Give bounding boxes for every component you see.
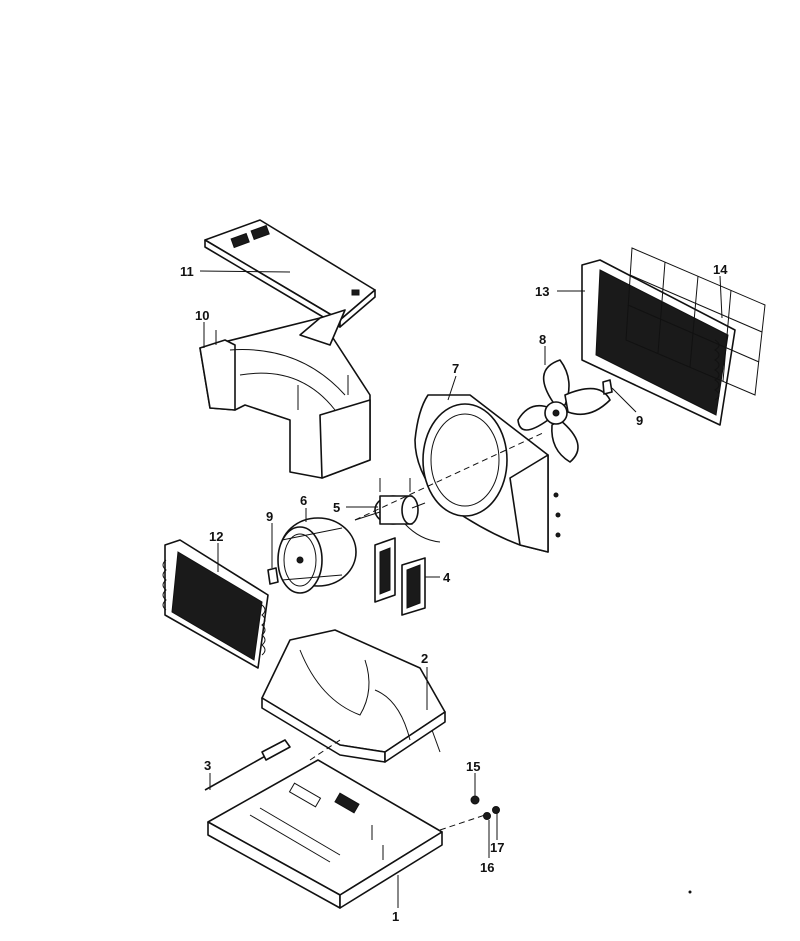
callout-9-left: 9 <box>266 509 273 524</box>
callout-15: 15 <box>466 759 480 774</box>
part-9-clip-right <box>602 379 613 395</box>
speck-mark <box>688 890 692 894</box>
callout-6: 6 <box>300 493 307 508</box>
part-2-base-housing <box>261 629 446 763</box>
callout-13: 13 <box>535 284 549 299</box>
part-6-blower-wheel <box>277 517 357 594</box>
callout-7: 7 <box>452 361 459 376</box>
callout-8: 8 <box>539 332 546 347</box>
leader-line-11 <box>199 270 291 273</box>
leader-line-14 <box>719 275 723 319</box>
part-5-motor <box>354 478 441 543</box>
callout-11: 11 <box>180 264 194 279</box>
leader-line-9b <box>611 387 637 413</box>
part-7-fan-shroud <box>414 394 561 553</box>
alignment-line-shaft <box>354 431 546 521</box>
callout-3: 3 <box>204 758 211 773</box>
part-9-clip-left <box>267 567 279 585</box>
part-15-screw <box>470 795 480 805</box>
callout-10: 10 <box>195 308 209 323</box>
callout-14: 14 <box>713 262 728 277</box>
part-1-base-pan <box>207 759 443 909</box>
alignment-line-base <box>309 739 341 761</box>
callout-9-right: 9 <box>636 413 643 428</box>
callout-2: 2 <box>421 651 428 666</box>
callout-16: 16 <box>480 860 494 875</box>
part-10-upper-housing <box>199 309 371 479</box>
callout-5: 5 <box>333 500 340 515</box>
callout-12: 12 <box>209 529 223 544</box>
part-4-motor-mount <box>374 537 426 616</box>
part-8-axial-fan <box>517 359 611 463</box>
part-11-top-cover <box>204 219 376 328</box>
part-3-drain-pipe <box>204 739 291 791</box>
callout-17: 17 <box>490 840 504 855</box>
callout-4: 4 <box>443 570 451 585</box>
alignment-line-screws <box>439 814 486 831</box>
callout-1: 1 <box>392 909 399 924</box>
part-17-bolt <box>492 806 500 814</box>
part-16-nut <box>483 812 491 820</box>
leader-line-7 <box>447 375 457 401</box>
part-12-evaporator-coil <box>162 539 269 669</box>
